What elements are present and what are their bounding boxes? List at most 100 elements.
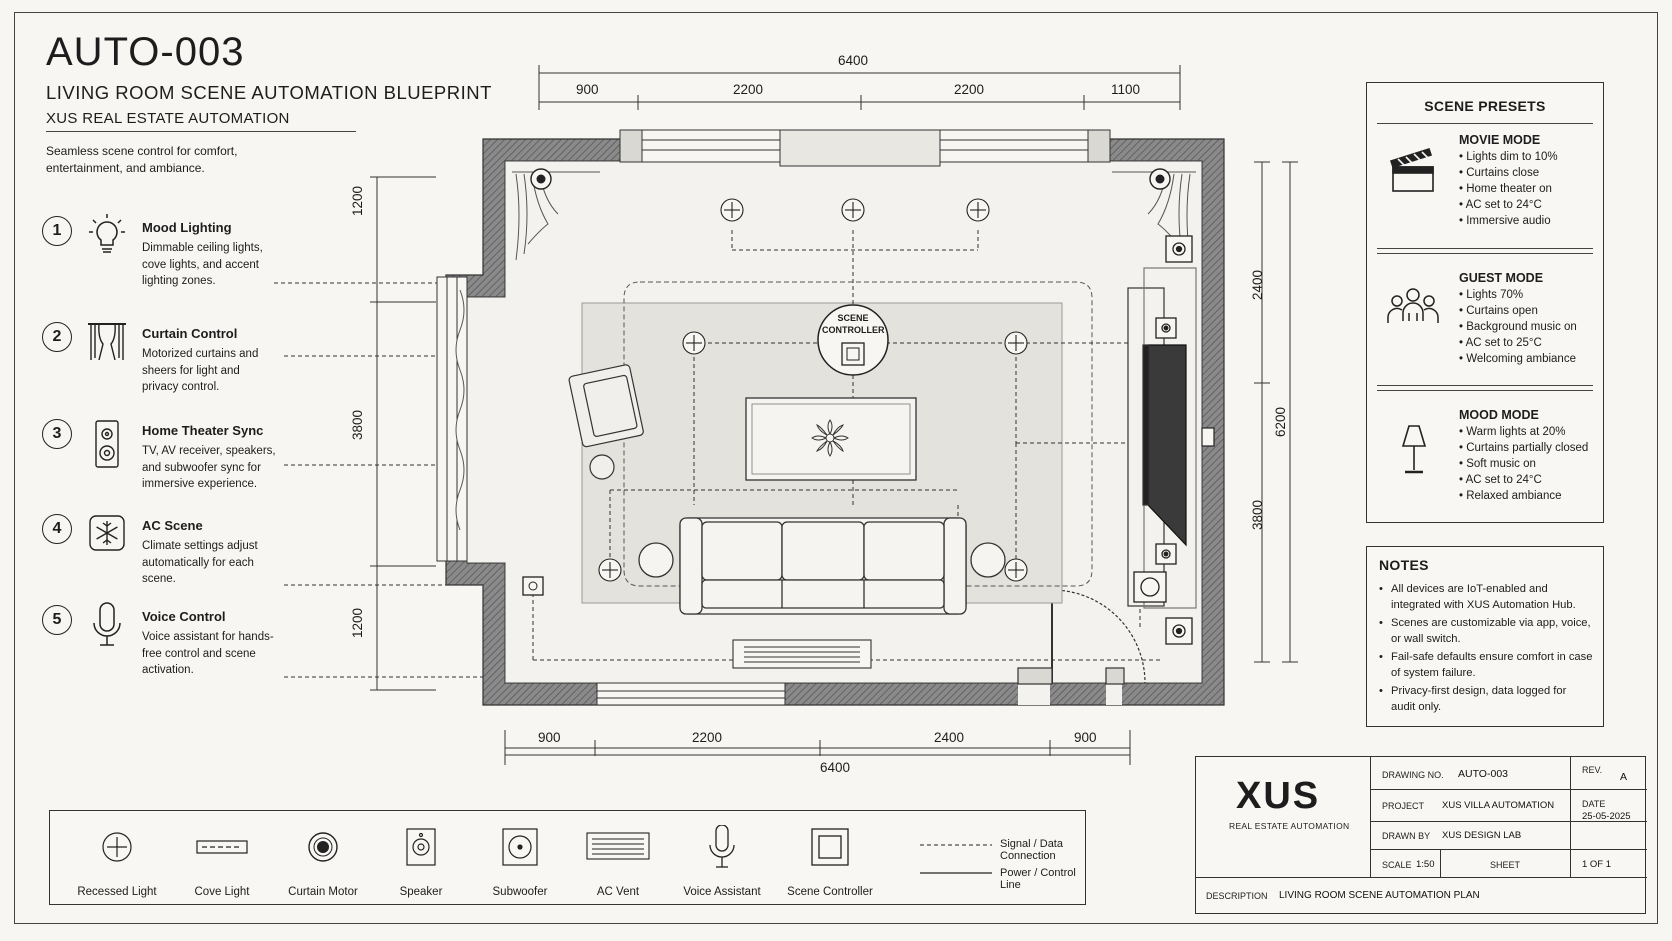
feature-title: Home Theater Sync: [142, 423, 264, 438]
dim-bottom-seg-4: 900: [1074, 730, 1097, 745]
snowflake-icon: [89, 515, 125, 551]
legend-label: Recessed Light: [77, 886, 157, 898]
cove-light-icon: [196, 840, 248, 854]
left-window: [436, 276, 468, 562]
tb-divider: [1370, 789, 1647, 790]
dim-right-total: 6200: [1273, 406, 1288, 437]
legend-ac-vent: AC Vent: [563, 825, 673, 898]
tb-divider: [1440, 849, 1441, 877]
preset-item: Background music on: [1459, 319, 1577, 335]
scene-controller-node: [817, 304, 889, 376]
lightbulb-icon: [89, 214, 125, 253]
feature-title: Voice Control: [142, 609, 226, 624]
feature-number: 1: [42, 216, 72, 246]
dim-bottom-seg-3: 2400: [934, 730, 965, 745]
curtain-icon: [88, 323, 126, 361]
preset-guest-mode: GUEST MODE Lights 70% Curtains open Back…: [1367, 271, 1603, 391]
speaker-icon: [406, 828, 436, 866]
title-block: XUS REAL ESTATE AUTOMATION DRAWING NO. A…: [1195, 756, 1647, 914]
preset-item: AC set to 25°C: [1459, 335, 1577, 351]
feature-number: 4: [42, 514, 72, 544]
sofa: [638, 517, 1006, 615]
page-subtitle: LIVING ROOM SCENE AUTOMATION BLUEPRINT: [46, 82, 492, 103]
dim-bottom-seg-1: 900: [538, 730, 561, 745]
feature-title: AC Scene: [142, 518, 203, 533]
scene-controller-label: SCENE CONTROLLER: [822, 312, 885, 336]
voice-assistant-device: [522, 576, 544, 596]
feature-description: TV, AV receiver, speakers, and subwoofer…: [142, 445, 276, 490]
legend-speaker: Speaker: [366, 825, 476, 898]
note-item: Privacy-first design, data logged for au…: [1379, 683, 1593, 715]
preset-movie-mode: MOVIE MODE Lights dim to 10% Curtains cl…: [1367, 133, 1603, 253]
lamp-icon: [1401, 425, 1427, 474]
line-type-samples: [920, 844, 992, 874]
scale-value: 1:50: [1416, 859, 1435, 870]
preset-item: Lights dim to 10%: [1459, 149, 1557, 165]
subwoofer-icon: [502, 828, 538, 866]
preset-name: MOVIE MODE: [1459, 133, 1541, 147]
legend-label: Speaker: [399, 886, 443, 898]
preset-item: Lights 70%: [1459, 287, 1577, 303]
microphone-icon: [709, 824, 735, 868]
feature-description: Motorized curtains and sheers for light …: [142, 348, 259, 393]
dim-top-seg-3: 2200: [954, 82, 985, 97]
legend-label: Subwoofer: [492, 886, 548, 898]
notes-list: All devices are IoT-enabled and integrat…: [1379, 581, 1593, 715]
feature-description: Climate settings adjust automatically fo…: [142, 540, 258, 585]
divider: [1377, 253, 1593, 254]
dim-top-seg-2: 2200: [733, 82, 764, 97]
feature-number: 5: [42, 605, 72, 635]
preset-items: Lights dim to 10% Curtains close Home th…: [1459, 149, 1558, 229]
project-value: XUS VILLA AUTOMATION: [1442, 800, 1555, 811]
curtain-motor-icon: [308, 832, 338, 862]
preset-item: AC set to 24°C: [1459, 472, 1588, 488]
recessed-light-icon: [102, 832, 132, 862]
tb-divider: [1196, 877, 1647, 878]
drawing-sheet-border: [14, 12, 1658, 924]
divider: [1377, 123, 1593, 124]
dim-right-seg-1: 2400: [1250, 269, 1265, 300]
dim-top-total: 6400: [838, 53, 869, 68]
preset-item: Welcoming ambiance: [1459, 351, 1577, 367]
scene-controller-label-line-1: SCENE: [837, 313, 869, 323]
people-icon: [1387, 288, 1439, 323]
date-value: 25-05-2025: [1582, 811, 1631, 822]
preset-item: Warm lights at 20%: [1459, 424, 1588, 440]
dim-left-seg-3: 1200: [350, 607, 365, 638]
note-item: Scenes are customizable via app, voice, …: [1379, 615, 1593, 647]
sheet-label: SHEET: [1490, 860, 1521, 870]
xus-logo-subtitle: REAL ESTATE AUTOMATION: [1229, 821, 1350, 831]
notes-title: NOTES: [1379, 557, 1429, 573]
feature-number: 2: [42, 322, 72, 352]
top-window: [619, 129, 1111, 167]
date-label: DATE: [1582, 799, 1606, 809]
dim-right-seg-2: 3800: [1250, 499, 1265, 530]
dim-left-seg-1: 1200: [350, 185, 365, 216]
coffee-table: [745, 397, 917, 481]
legend-scene-controller: Scene Controller: [775, 825, 885, 898]
legend-label: Scene Controller: [787, 886, 873, 898]
drawn-by-label: DRAWN BY: [1382, 831, 1431, 841]
page-title: AUTO-003: [46, 30, 245, 74]
door: [1017, 589, 1146, 705]
speaker-icon: [95, 420, 119, 468]
scene-presets-panel: SCENE PRESETS MOVIE MODE Lights dim to 1…: [1366, 82, 1604, 523]
legend-label: AC Vent: [596, 886, 640, 898]
legend-voice-assistant: Voice Assistant: [667, 824, 777, 898]
rev-value: A: [1620, 771, 1628, 783]
preset-items: Lights 70% Curtains open Background musi…: [1459, 287, 1577, 367]
legend-curtain-motor: Curtain Motor: [268, 825, 378, 898]
legend-power-line-label: Power / Control Line: [1000, 867, 1076, 891]
divider: [1377, 390, 1593, 391]
legend-cove-light: Cove Light: [167, 825, 277, 898]
note-item: Fail-safe defaults ensure comfort in cas…: [1379, 649, 1593, 681]
divider: [1377, 385, 1593, 386]
feature-description: Dimmable ceiling lights, cove lights, an…: [142, 242, 263, 287]
speakers: [1133, 235, 1193, 645]
clapperboard-icon: [1389, 148, 1434, 192]
dim-top-seg-1: 900: [576, 82, 599, 97]
xus-logo: XUS: [1236, 775, 1321, 817]
tb-divider: [1370, 757, 1371, 877]
bottom-window: [596, 682, 786, 706]
